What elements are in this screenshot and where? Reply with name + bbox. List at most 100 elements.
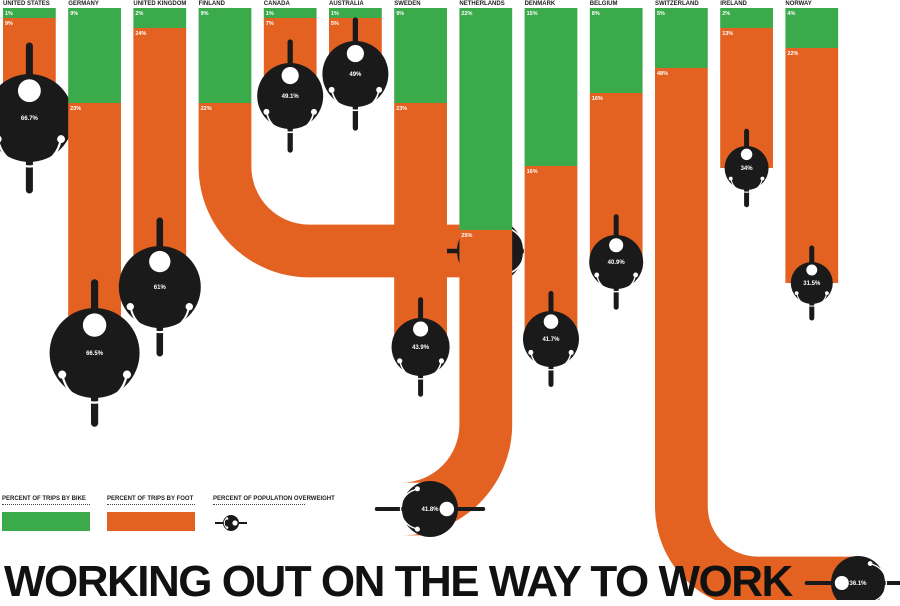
foot-share-label: 13% [722,31,733,37]
country-column-denmark: DENMARK 15% 16% 41.7% [522,1,579,387]
rider-hand-left [0,135,2,143]
rider-body [49,308,140,398]
rider-hand-left [867,561,873,566]
rider-hand-left [414,486,420,492]
bike-share-bar [720,8,773,28]
rider-head [82,313,107,337]
rider-handlebar [399,488,417,530]
bike-share-bar [785,8,839,48]
legend-item-overweight: PERCENT OF POPULATION OVERWEIGHT [213,496,335,533]
foot-share-bar [785,48,839,283]
legend-item-foot: PERCENT OF TRIPS BY FOOT [107,496,195,531]
rider-hand-left [263,108,270,115]
bike-share-label: 8% [592,11,600,17]
bike-share-label: 2% [722,11,730,17]
rider-body [257,63,324,129]
rider-handlebar [871,563,887,600]
legend-label-overweight: PERCENT OF POPULATION OVERWEIGHT [213,496,335,505]
rider-hand-right [438,358,445,364]
rider-head [149,250,171,273]
foot-share-label: 16% [527,169,538,175]
foot-share-label: 5% [331,21,339,27]
rider-hand-right [122,370,132,379]
overweight-label: 40.9% [608,260,626,266]
overweight-label: 34% [741,166,754,172]
overweight-marker: 49% [322,17,389,131]
foot-share-label: 7% [266,21,274,27]
foot-share-label: 25% [461,233,472,239]
bike-share-label: 4% [787,11,795,17]
overweight-marker: 66.7% [0,42,74,194]
overweight-marker: 36.1% [804,556,900,600]
rider-handlebar [730,179,763,193]
rider-hand-right [185,302,193,311]
legend-item-bike: PERCENT OF TRIPS BY BIKE [2,496,90,531]
rider-handlebar [0,141,62,168]
rider-head [281,66,299,85]
country-label: SWEDEN [394,1,420,7]
foot-share-label: 23% [70,106,81,112]
foot-share-label: 9% [5,21,13,27]
overweight-marker: 49.1% [257,39,324,153]
foot-share-label: 23% [396,106,407,112]
country-label: FINLAND [199,1,226,7]
bike-share-bar [198,8,252,103]
rider-head [834,575,849,591]
rider-body [0,74,74,162]
rider-hand-right [568,349,574,355]
country-label: AUSTRALIA [329,1,364,7]
foot-share-label: 22% [787,51,798,57]
overweight-label: 41.8% [421,507,439,513]
legend-label-bike: PERCENT OF TRIPS BY BIKE [2,496,90,505]
foot-share-bar [720,28,773,168]
bike-share-bar [3,8,56,18]
bike-share-label: 15% [527,11,538,17]
rider-hand-left [794,291,799,295]
country-label: SWITZERLAND [655,1,699,7]
overweight-marker: 66.5% [49,279,140,427]
country-label: NORWAY [785,1,811,7]
rider-hand-right [414,526,420,532]
overweight-label: 66.5% [86,351,104,357]
rider-hand-right [376,86,383,93]
foot-share-label: 22% [201,106,212,112]
overweight-label: 49.1% [282,94,300,100]
cyclist-icon [215,515,247,531]
rider-head [806,264,818,276]
overweight-label: 31.5% [803,281,821,287]
rider-handlebar [130,309,190,334]
overweight-label: 43.9% [412,345,430,351]
country-label: DENMARK [525,1,556,7]
page-title: WORKING OUT ON THE WAY TO WORK [4,557,793,606]
foot-share-bar [589,93,643,262]
bike-share-bar [589,8,643,93]
bike-share-bar [329,8,382,18]
rider-body [724,146,769,190]
overweight-marker: 61% [118,217,201,357]
overweight-label: 41.7% [542,337,560,343]
overweight-marker: 41.8% [374,481,486,537]
country-label: BELGIUM [590,1,618,7]
overweight-label: 61% [154,285,167,291]
rider-handlebar [796,294,827,307]
rider-handlebar [61,377,128,404]
rider-handlebar [530,354,572,371]
rider-hand-left [397,358,403,364]
rider-hand-left [58,370,67,379]
rider-hand-left [328,86,335,93]
rider-handlebar [399,362,442,380]
legend: PERCENT OF TRIPS BY BIKE PERCENT OF TRIP… [2,496,342,546]
country-column-norway: NORWAY 4% 22% 31.5% [785,1,839,321]
overweight-marker: 43.9% [391,297,450,397]
bike-share-label: 1% [5,11,13,17]
rider-head [439,501,455,517]
bike-share-bar [263,8,317,18]
